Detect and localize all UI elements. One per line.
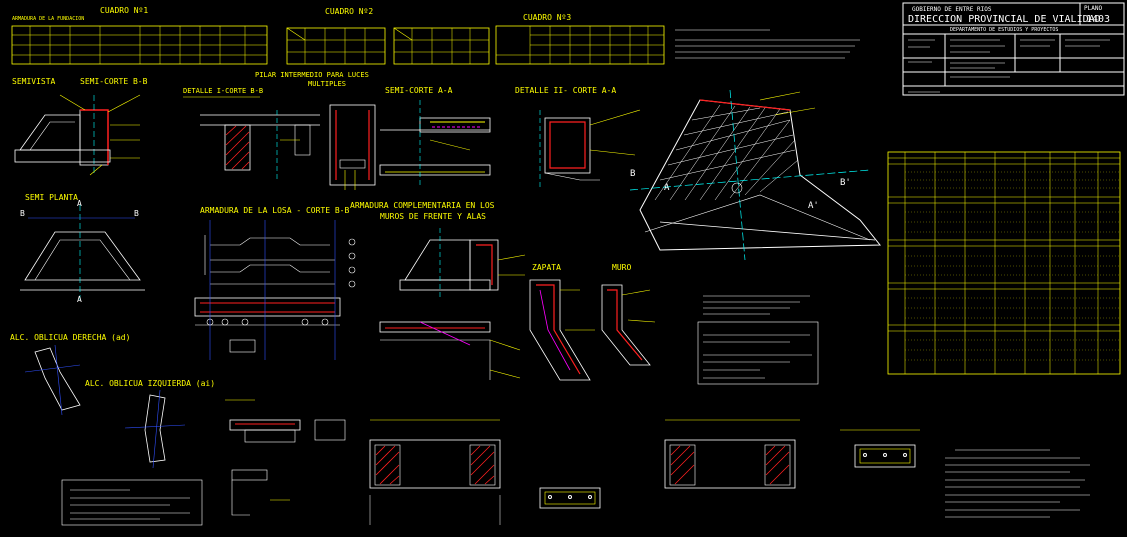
semi-planta-view: SEMI PLANTA B B A A xyxy=(20,193,145,304)
alc-izq-title: ALC. OBLICUA IZQUIERDA (ai) xyxy=(85,379,215,388)
detalle-2-title: DETALLE II- CORTE A-A xyxy=(515,86,616,95)
semi-planta-mark-b2: B xyxy=(134,209,139,218)
cuadro-1-header: ARMADURA DE LA FUNDACION xyxy=(12,16,84,22)
plano-label: PLANO xyxy=(1084,5,1102,12)
semivista-title: SEMIVISTA xyxy=(12,77,56,86)
semi-planta-mark-a2: A xyxy=(77,295,82,304)
bottom-beam-section-1 xyxy=(539,487,601,509)
armadura-comp-title-2: MUROS DE FRENTE Y ALAS xyxy=(380,212,486,221)
semi-corte-bb-title: SEMI-CORTE B-B xyxy=(80,77,148,86)
notes-top xyxy=(675,29,860,59)
notes-bottom-right xyxy=(945,449,1090,518)
cuadro-2-title: CUADRO Nº2 xyxy=(325,7,373,16)
mark-a: A xyxy=(664,183,670,193)
oblique-plan-view: B B' A A' xyxy=(629,89,882,261)
zapata-title: ZAPATA xyxy=(532,263,561,272)
bar-mark-circles xyxy=(206,238,356,326)
semi-planta-mark-b: B xyxy=(20,209,25,218)
mark-b-prime: B' xyxy=(840,178,851,188)
cuadro-3-table: CUADRO Nº3 xyxy=(495,13,665,65)
bottom-detail-left xyxy=(225,399,346,516)
armadura-complementaria-view: ARMADURA COMPLEMENTARIA EN LOS MUROS DE … xyxy=(350,201,526,380)
cuadro-3-title: CUADRO Nº3 xyxy=(523,13,571,22)
agency-title: DIRECCION PROVINCIAL DE VIALIDAD xyxy=(908,14,1101,25)
armadura-comp-title: ARMADURA COMPLEMENTARIA EN LOS xyxy=(350,201,495,210)
mark-a-prime: A' xyxy=(808,201,819,211)
muro-view: MURO xyxy=(601,263,656,366)
bottom-beam-1 xyxy=(369,419,501,525)
armadura-losa-view: ARMADURA DE LA LOSA - CORTE B-B xyxy=(194,206,356,360)
title-block-fields xyxy=(908,39,1110,93)
title-block: GOBIERNO DE ENTRE RIOS DIRECCION PROVINC… xyxy=(902,2,1125,96)
detalle-1-title: DETALLE I-CORTE B-B xyxy=(183,87,263,95)
bottom-beam-2 xyxy=(664,419,800,489)
cuadro-1-table: CUADRO Nº1 ARMADURA DE LA FUNDACION xyxy=(11,6,268,65)
semi-corte-aa-view: SEMI-CORTE A-A xyxy=(379,86,491,185)
semi-planta-mark-a: A xyxy=(77,199,82,208)
bar-shapes xyxy=(204,235,335,285)
notes-bottom-left xyxy=(61,479,203,526)
plano-number: 1403 xyxy=(1086,14,1110,25)
pilar-intermedio-view: PILAR INTERMEDIO PARA LUCES MULTIPLES xyxy=(255,71,376,190)
muro-title: MURO xyxy=(612,263,631,272)
cuadro-1-title: CUADRO Nº1 xyxy=(100,6,148,15)
hatch-detalle-1 xyxy=(225,125,250,170)
notes-middle xyxy=(697,295,819,385)
alc-oblicua-izquierda-view: ALC. OBLICUA IZQUIERDA (ai) xyxy=(85,379,215,469)
pilar-title-2: MULTIPLES xyxy=(308,80,346,88)
detalle-2-view: DETALLE II- CORTE A-A xyxy=(515,86,641,190)
armadura-losa-title: ARMADURA DE LA LOSA - CORTE B-B xyxy=(200,206,349,215)
alc-oblicua-derecha-view: ALC. OBLICUA DERECHA (ad) xyxy=(10,333,130,416)
semi-planta-title: SEMI PLANTA xyxy=(25,193,78,202)
zapata-view: ZAPATA xyxy=(529,263,595,381)
semi-corte-aa-title: SEMI-CORTE A-A xyxy=(385,86,453,95)
bottom-beam-section-2 xyxy=(840,429,920,468)
right-schedule-table xyxy=(887,151,1121,375)
semivista-view: SEMIVISTA SEMI-CORTE B-B xyxy=(12,77,148,176)
detalle-1-view: DETALLE I-CORTE B-B xyxy=(183,87,320,180)
pilar-title: PILAR INTERMEDIO PARA LUCES xyxy=(255,71,369,79)
cuadro-2-table: CUADRO Nº2 xyxy=(286,7,490,65)
government-label: GOBIERNO DE ENTRE RIOS xyxy=(912,6,992,13)
mark-b: B xyxy=(630,169,635,179)
department-label: DEPARTAMENTO DE ESTUDIOS Y PROYECTOS xyxy=(950,27,1058,33)
alc-der-title: ALC. OBLICUA DERECHA (ad) xyxy=(10,333,130,342)
